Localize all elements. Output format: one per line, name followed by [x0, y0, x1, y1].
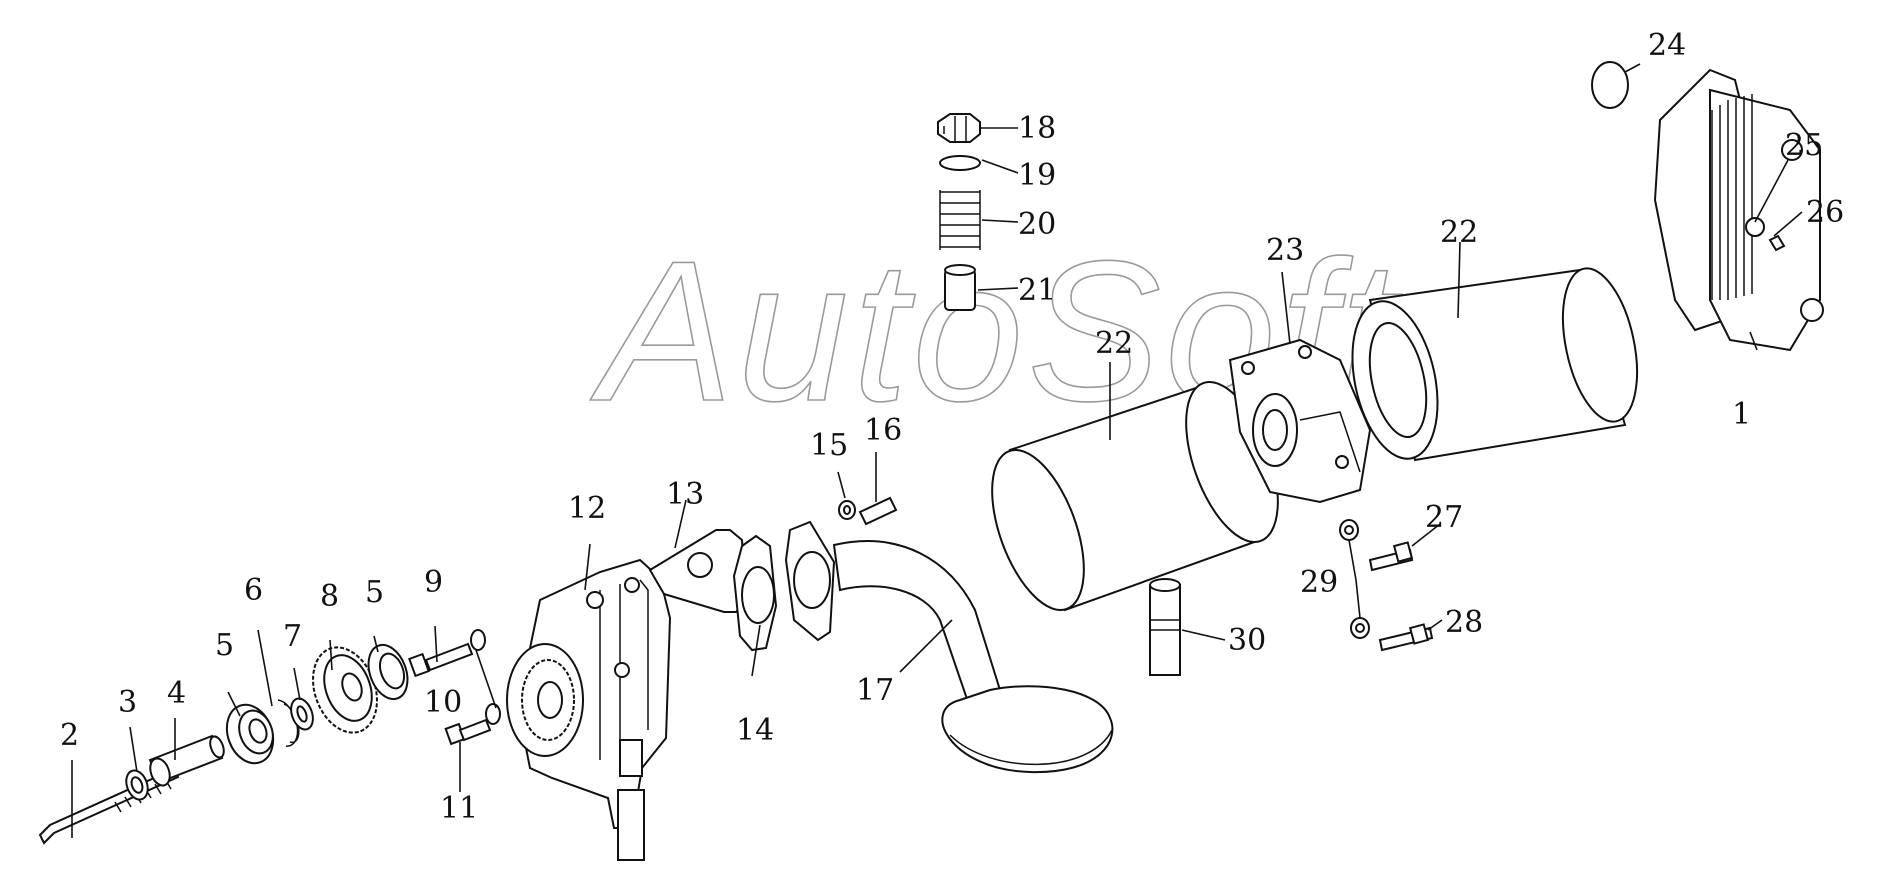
part-10-nut [470, 629, 501, 725]
callout-21: 21 [1018, 273, 1056, 308]
part-5-bearing-right [367, 643, 409, 701]
callout-15: 15 [810, 428, 848, 463]
part-26-bolt [1768, 234, 1786, 252]
callout-9: 9 [424, 565, 443, 600]
part-1-oil-cooler [1653, 68, 1824, 352]
callout-22-left: 22 [1095, 326, 1133, 361]
callout-30: 30 [1228, 623, 1266, 658]
callout-labels: 1 2 3 4 5 6 7 8 5 9 10 11 12 13 14 15 16… [60, 28, 1844, 826]
part-3-washer [125, 769, 149, 801]
callout-28: 28 [1445, 605, 1483, 640]
part-12-oil-pump-housing [506, 558, 672, 861]
callout-25: 25 [1785, 128, 1823, 163]
callout-19: 19 [1018, 158, 1056, 193]
callout-27: 27 [1425, 500, 1463, 535]
callout-2: 2 [60, 718, 79, 753]
part-22-oil-filter-right [1351, 267, 1639, 462]
callout-11: 11 [440, 791, 478, 826]
callout-7: 7 [283, 619, 302, 654]
callout-23: 23 [1266, 233, 1304, 268]
part-24-o-ring [1591, 61, 1629, 109]
callout-4: 4 [167, 676, 186, 711]
callout-18: 18 [1018, 111, 1056, 146]
callout-14: 14 [736, 713, 774, 748]
callout-8: 8 [320, 579, 339, 614]
callout-6: 6 [244, 573, 263, 608]
callout-17: 17 [856, 673, 894, 708]
part-27-bolt [1368, 541, 1414, 572]
callout-3: 3 [118, 685, 137, 720]
part-16-bolt [858, 496, 898, 526]
callout-24: 24 [1648, 28, 1686, 63]
part-20-spring [939, 190, 981, 250]
callout-5-left: 5 [215, 628, 234, 663]
part-15-washer [838, 500, 856, 520]
part-14-gasket [732, 534, 778, 652]
callout-13: 13 [666, 477, 704, 512]
callout-29: 29 [1300, 565, 1338, 600]
callout-16: 16 [864, 413, 902, 448]
part-21-plunger [944, 264, 976, 311]
callout-1: 1 [1732, 397, 1751, 432]
part-23-filter-head [1228, 338, 1372, 504]
callout-26: 26 [1806, 195, 1844, 230]
callout-10: 10 [424, 685, 462, 720]
part-18-plug [937, 113, 981, 143]
callout-12: 12 [568, 491, 606, 526]
leader-lines [71, 63, 1803, 838]
part-9-bolt [408, 642, 474, 678]
part-19-o-ring [939, 155, 981, 171]
part-28-bolt [1378, 623, 1434, 652]
callout-22-right: 22 [1440, 215, 1478, 250]
part-5-bearing-left [225, 703, 275, 765]
part-30-fitting [1149, 578, 1181, 676]
part-7-washer [290, 697, 314, 731]
part-29-washer [1339, 519, 1370, 639]
part-4-shaft [148, 734, 225, 787]
part-17-suction-pipe [784, 520, 1114, 774]
callout-5-right: 5 [365, 575, 384, 610]
callout-20: 20 [1018, 207, 1056, 242]
part-11-bolt [444, 718, 492, 746]
